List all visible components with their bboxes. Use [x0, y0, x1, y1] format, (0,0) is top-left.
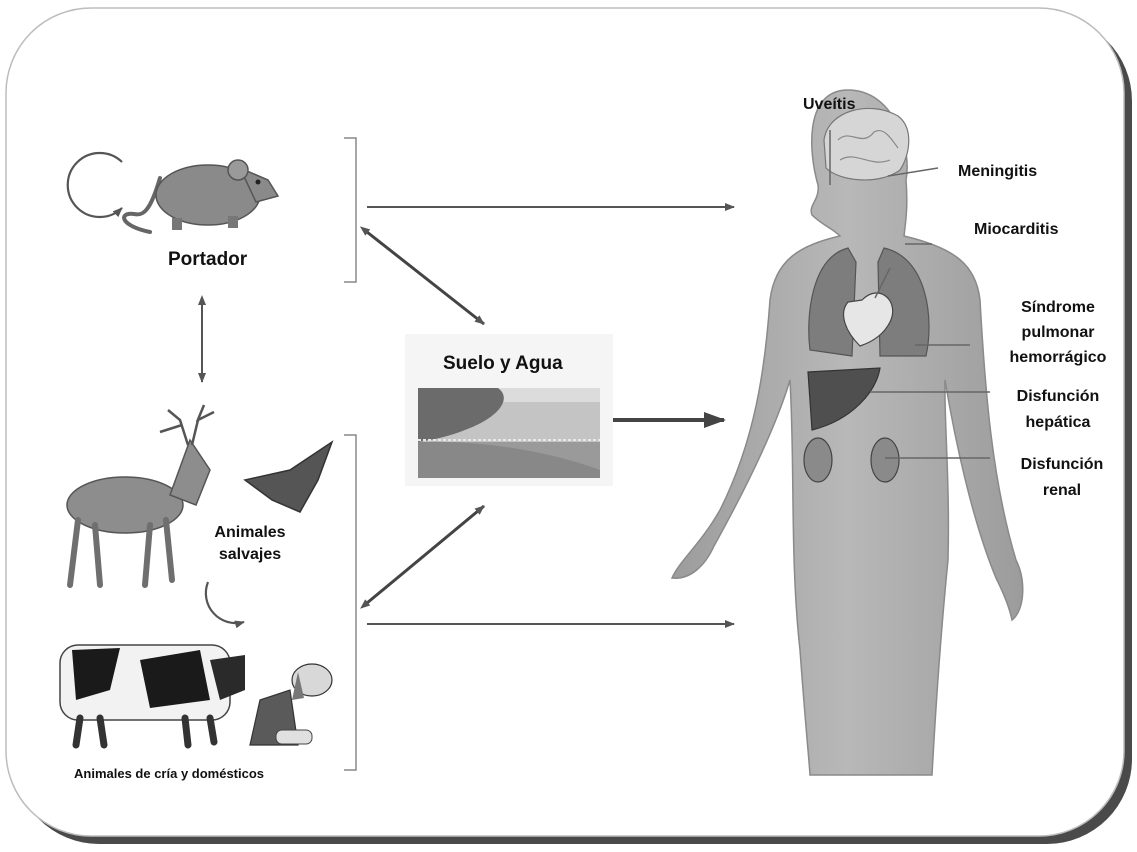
uveitis-label: Uveítis: [803, 95, 855, 115]
pulmonary-syndrome-label-line2: pulmonar: [998, 323, 1118, 343]
carrier-label: Portador: [168, 248, 247, 272]
pulmonary-syndrome-label-line3: hemorrágico: [998, 348, 1118, 368]
renal-dysfunction-label-line1: Disfunción: [1002, 455, 1122, 475]
wild-animals-label-line1: Animales: [205, 523, 295, 543]
domestic-animals-label: Animales de cría y domésticos: [74, 766, 264, 782]
hepatic-dysfunction-label-line2: hepática: [998, 413, 1118, 433]
meningitis-label: Meningitis: [958, 162, 1037, 182]
wild-animals-label-line2: salvajes: [205, 545, 295, 565]
renal-dysfunction-label-line2: renal: [1002, 481, 1122, 501]
soil-water-label: Suelo y Agua: [443, 352, 563, 376]
pulmonary-syndrome-label-line1: Síndrome: [998, 298, 1118, 318]
hepatic-dysfunction-label-line1: Disfunción: [998, 387, 1118, 407]
myocarditis-label: Miocarditis: [974, 220, 1058, 240]
